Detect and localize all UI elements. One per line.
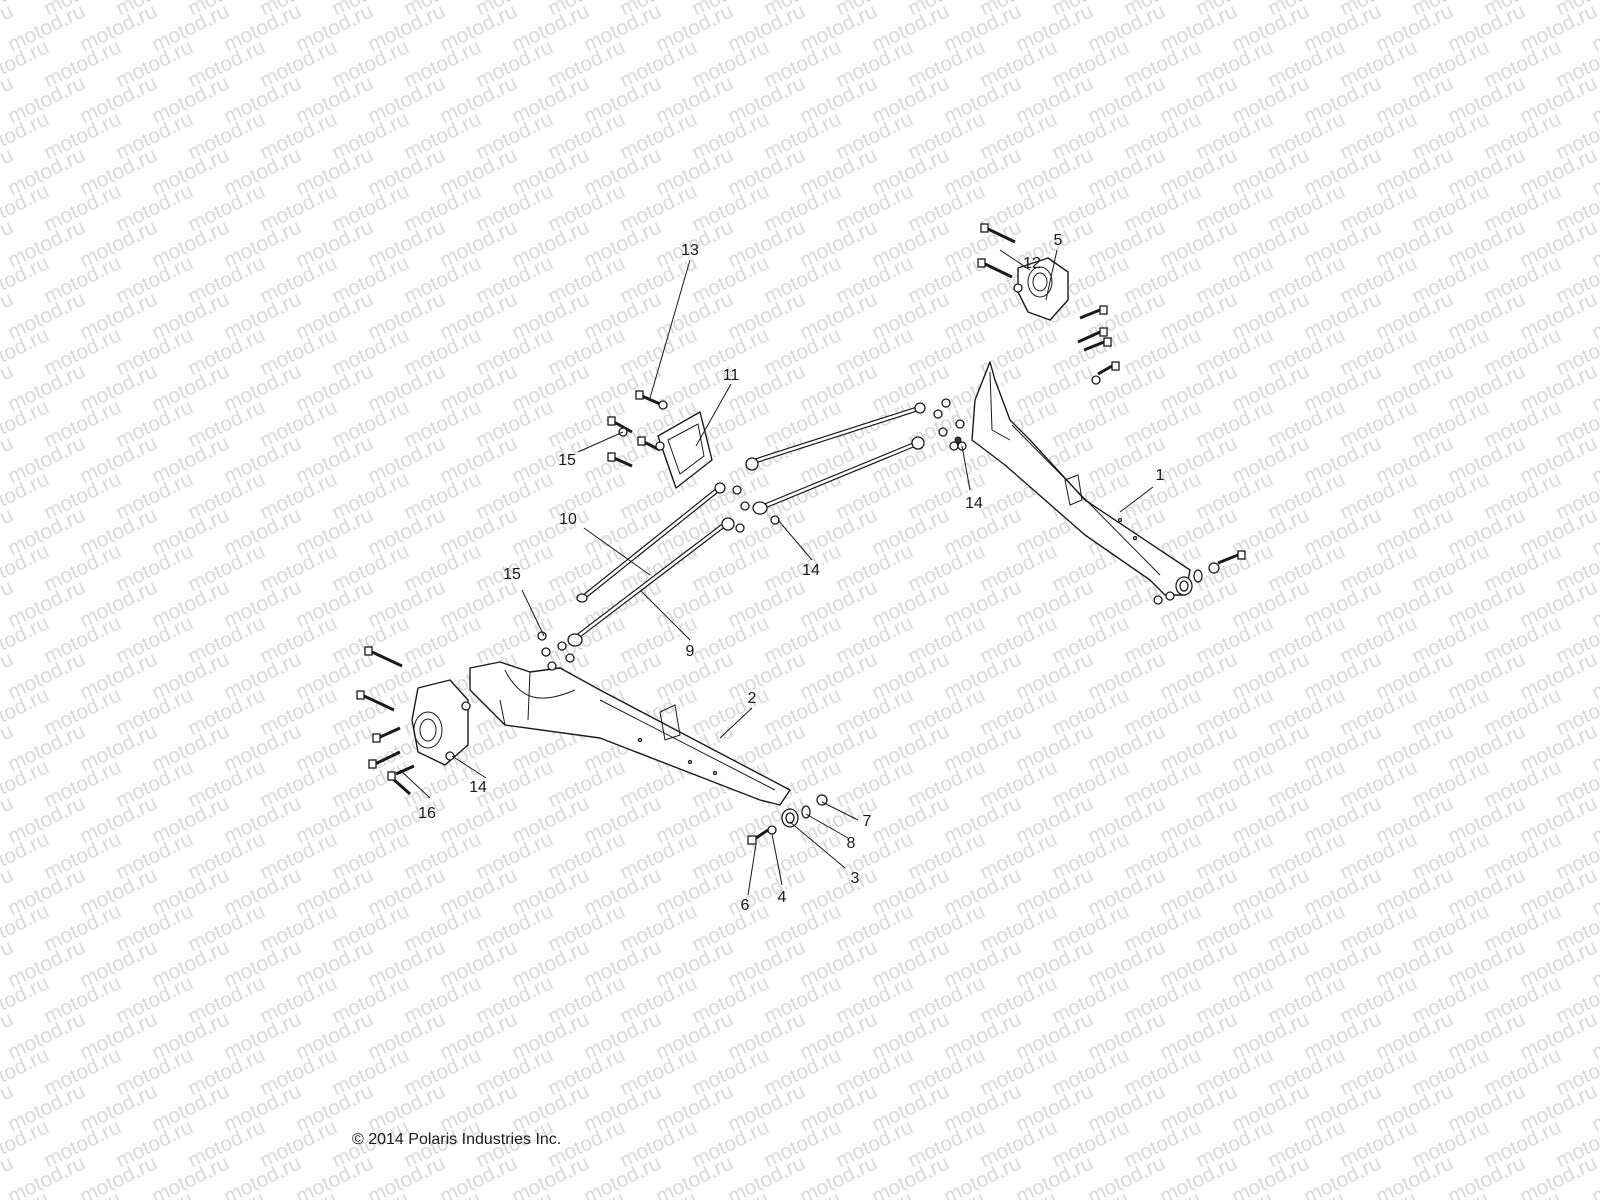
- callout-16: 16: [418, 805, 436, 822]
- callout-6: 6: [741, 897, 750, 914]
- bearing-carrier-right: [1017, 257, 1069, 321]
- bearing-carrier-left: [411, 679, 469, 766]
- callout-14a: 14: [802, 562, 820, 579]
- callout-7: 7: [863, 813, 872, 830]
- callout-1: 1: [1156, 467, 1165, 484]
- callout-3: 3: [851, 870, 860, 887]
- callout-2: 2: [748, 690, 757, 707]
- callout-8: 8: [847, 835, 856, 852]
- leader-lines: [399, 249, 1154, 896]
- nuts-and-washers: [445, 283, 1220, 835]
- mounting-plate: [657, 411, 713, 489]
- callout-15b: 15: [503, 566, 521, 583]
- callout-labels: 1 2 3 4 5 6 7 8 9 10 11 12 13 14 14 14 1…: [418, 232, 1164, 914]
- trailing-arm-left: [469, 661, 791, 806]
- callout-11: 11: [723, 367, 740, 384]
- callout-14b: 14: [965, 495, 983, 512]
- callout-10: 10: [559, 511, 577, 528]
- radius-rods: [567, 402, 926, 647]
- callout-9: 9: [686, 643, 695, 660]
- callout-15a: 15: [558, 452, 576, 469]
- copyright-notice: © 2014 Polaris Industries Inc.: [352, 1131, 562, 1148]
- callout-12: 12: [1023, 255, 1041, 272]
- callout-5: 5: [1054, 232, 1063, 249]
- callout-14c: 14: [469, 779, 487, 796]
- callout-4: 4: [778, 889, 787, 906]
- callout-13: 13: [681, 242, 699, 259]
